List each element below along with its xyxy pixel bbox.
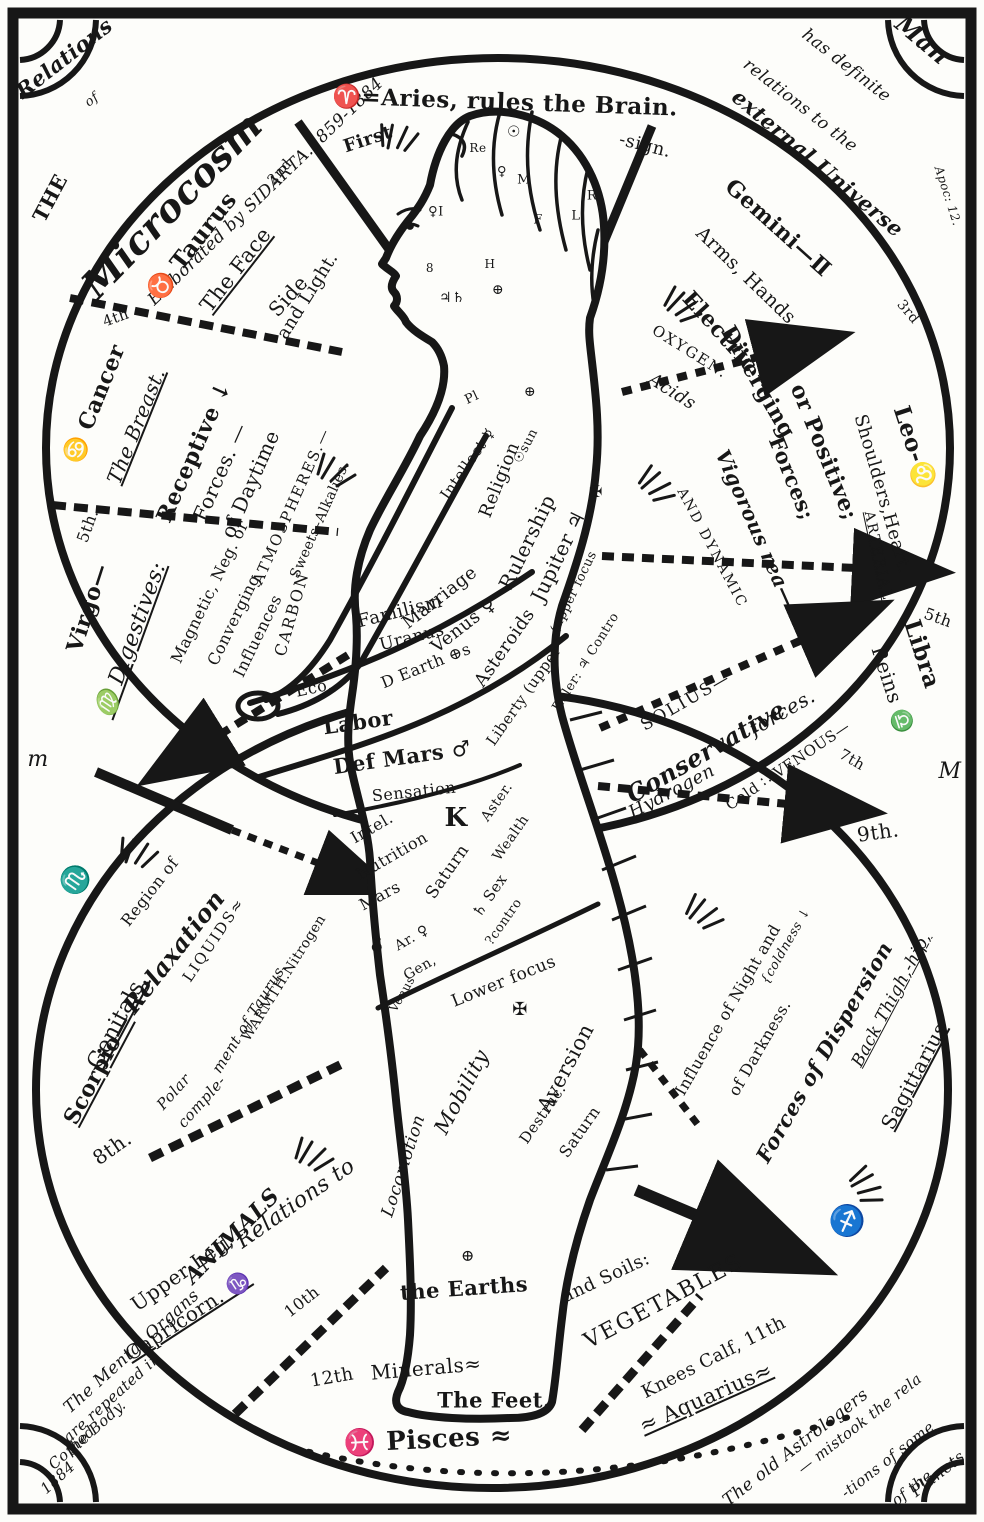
label-acids: Acids xyxy=(644,368,700,415)
face-details xyxy=(396,207,422,230)
label-virgo: Virgo— xyxy=(61,560,115,656)
label-year-1884: 1884 xyxy=(36,1457,79,1498)
label-head-f: F xyxy=(533,212,543,228)
label-locomotion: Locomotion xyxy=(377,1112,430,1220)
label-scorpio-edge-M: M xyxy=(938,759,962,784)
label-head-h: H xyxy=(484,257,496,271)
label-cross-upper: ✠ xyxy=(589,482,603,501)
corner-flourishes xyxy=(19,19,965,1503)
label-taurus-2nd: 2nd xyxy=(264,156,296,188)
label-aries-sign: -sign. xyxy=(616,128,674,163)
label-8th: 8th. xyxy=(87,1126,137,1170)
label-head-r: R xyxy=(586,188,598,204)
label-leo: Leo-♌ xyxy=(887,402,941,494)
label-earth-symbol-leg: ⊕ xyxy=(461,1246,475,1265)
label-labor: Labor xyxy=(321,704,395,740)
label-mobility: Mobility xyxy=(429,1045,494,1139)
label-ar-venus: Ar. ♀ xyxy=(392,921,432,955)
label-head-jupiter-saturn: ♃♄ xyxy=(438,290,466,306)
eyebrow xyxy=(396,207,422,216)
label-neck-earth-sym: ⊕ xyxy=(523,384,537,400)
label-solius: SOLIUS— xyxy=(637,667,735,736)
label-cancer-4th: 4th xyxy=(100,304,132,331)
label-relations: Relations xyxy=(10,12,118,104)
label-saturn-lower: Saturn xyxy=(555,1102,605,1161)
label-mental-organs: The Mental Organs xyxy=(59,1285,204,1418)
label-aries-title: ♈=Aries, rules the Brain. xyxy=(331,82,679,122)
label-influence-night: Influence of Night and xyxy=(670,920,785,1099)
label-man-has-definite: has definite xyxy=(797,24,895,107)
human-figure xyxy=(235,107,659,1423)
label-minerals: Minerals≈ xyxy=(369,1351,483,1385)
label-k: K xyxy=(444,803,468,833)
label-eco: Eco. xyxy=(293,674,335,701)
label-virgo-edge-m: m xyxy=(27,747,49,772)
label-apoc: Apoc: 12. xyxy=(931,164,965,228)
label-of: of xyxy=(82,89,102,111)
label-pl: Pl xyxy=(462,388,482,408)
label-sagittarius: Sagittarius xyxy=(875,1018,953,1134)
label-mars-arrow: ♂ xyxy=(364,932,391,960)
band-lines xyxy=(247,569,601,1011)
label-conservative-forces: forces. xyxy=(744,683,820,741)
label-venus-lower: Venus xyxy=(386,973,418,1015)
label-12th: 12th xyxy=(308,1363,356,1392)
label-diverging: Diverging xyxy=(715,321,801,443)
label-mars-nutrition: Mars xyxy=(355,876,404,915)
label-9th: 9th. xyxy=(855,817,901,847)
figure-outline xyxy=(344,107,643,1423)
label-cheek-8: 8 xyxy=(425,261,435,275)
label-warmth-nitrogen: WARMTH.Nitrogen xyxy=(238,911,330,1045)
back-hatching xyxy=(569,710,659,1172)
label-scorpio-symbol: ♏ xyxy=(54,857,98,903)
label-head-sun-sym: ☉ xyxy=(507,122,521,141)
label-pisces: ♓ Pisces ≈ xyxy=(343,1420,513,1460)
label-head-i: ♀I xyxy=(428,204,444,220)
label-gemini-3rd: 3rd xyxy=(893,296,923,328)
label-region-of: Region of xyxy=(116,853,183,930)
label-the-feet: The Feet. xyxy=(437,1387,551,1413)
pupil xyxy=(406,222,414,230)
label-sagittarius-arrow: ♐ xyxy=(824,1198,872,1245)
label-head-venus-sym: ♀ xyxy=(496,164,508,180)
label-intel: Intel. xyxy=(347,807,397,848)
label-cross-lower: ✠ xyxy=(512,999,528,1020)
arm xyxy=(235,405,489,722)
label-head-earth-sym: ⊕ xyxy=(491,282,505,298)
label-the-earths: the Earths xyxy=(399,1271,529,1305)
hair-strands xyxy=(450,110,600,307)
label-saturn-upper: Saturn xyxy=(421,840,474,903)
label-10th: 10th xyxy=(280,1282,323,1322)
label-aster: Aster. xyxy=(477,779,517,825)
hand xyxy=(235,690,281,722)
label-man: Man xyxy=(889,8,956,71)
label-and-soils: and Soils: xyxy=(558,1248,654,1308)
label-the: THE xyxy=(27,170,73,226)
label-left-5th: 5th. xyxy=(72,506,103,546)
label-wealth: Wealth xyxy=(489,812,533,864)
label-lower-focus: Lower focus xyxy=(448,951,559,1012)
label-head-re: Re xyxy=(469,141,487,155)
outer-frame xyxy=(7,7,977,1515)
label-head-m: M xyxy=(517,172,531,188)
label-aries-first: First xyxy=(340,121,395,158)
label-sensation: Sensation xyxy=(370,777,457,806)
label-libra-7th: 7th xyxy=(836,745,869,775)
label-libra: Libra xyxy=(898,616,946,692)
label-def-mars: Def Mars ♂ xyxy=(331,734,473,780)
label-head-l: L xyxy=(571,208,581,224)
